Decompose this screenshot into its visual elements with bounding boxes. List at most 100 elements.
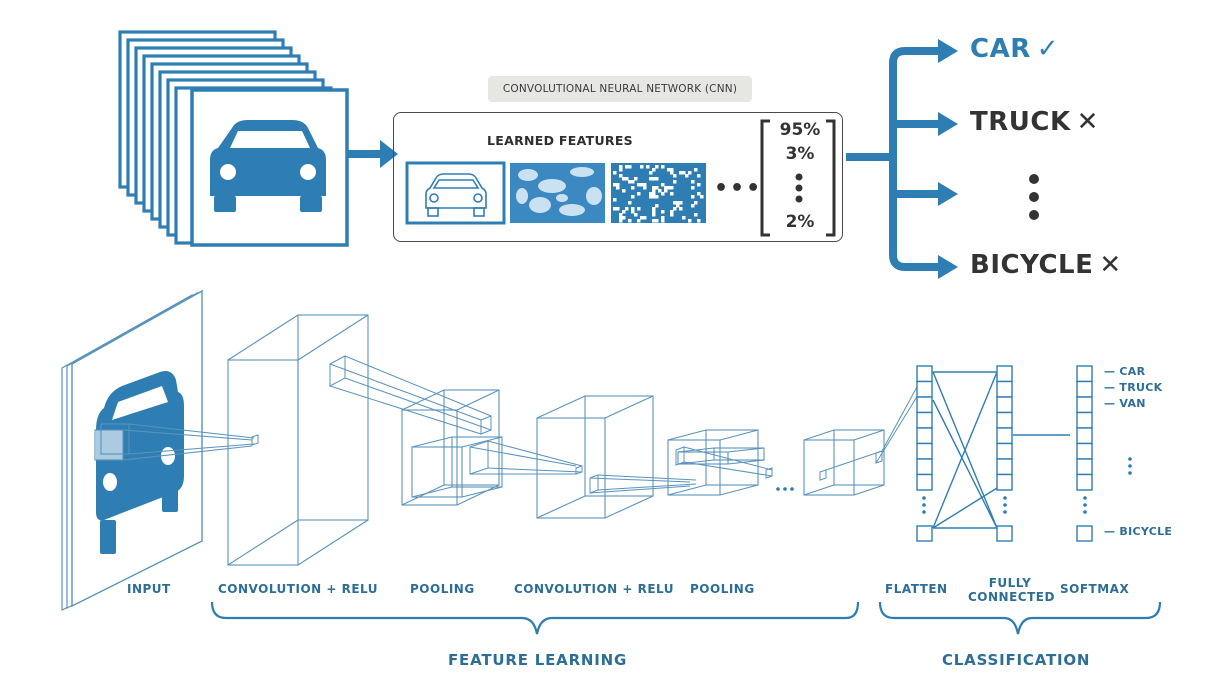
noise-cell (661, 192, 665, 196)
noise-cell (649, 171, 653, 175)
noise-cell (655, 165, 659, 169)
noise-cell (643, 216, 647, 220)
noise-cell (691, 180, 695, 184)
noise-cell (613, 183, 617, 187)
noise-cell (679, 201, 683, 205)
noise-cell (694, 168, 698, 172)
noise-cell (694, 201, 698, 205)
noise-cell (661, 219, 665, 223)
noise-cell (613, 171, 617, 175)
class-car-label: CAR (970, 34, 1031, 64)
noise-cell (667, 186, 671, 190)
noise-cell (688, 219, 692, 223)
noise-cell (673, 180, 677, 184)
noise-cell (637, 207, 641, 211)
layer-volumes (227, 314, 885, 566)
noise-cell (670, 192, 674, 196)
receptive-field (94, 423, 255, 461)
feature-map-noise (611, 163, 706, 223)
noise-cell (631, 210, 635, 214)
noise-cell (655, 195, 659, 199)
noise-cell (694, 213, 698, 217)
noise-cell (697, 219, 701, 223)
output-truck: — TRUCK (1104, 381, 1163, 394)
noise-cell (676, 201, 680, 205)
noise-cell (655, 186, 659, 190)
noise-cell (622, 216, 626, 220)
noise-cell (628, 180, 632, 184)
noise-cell (613, 207, 617, 211)
class-bicycle: BICYCLE✕ (970, 250, 1122, 280)
noise-cell (652, 219, 656, 223)
probability-car: 95% (779, 120, 821, 140)
noise-cell (661, 165, 665, 169)
noise-cell (700, 195, 704, 199)
noise-cell (628, 219, 632, 223)
conv1-volume (227, 314, 369, 566)
noise-cell (622, 189, 626, 193)
arrow-icon (348, 140, 398, 168)
pool1-volume-a (401, 389, 500, 506)
group-braces (210, 601, 1162, 635)
cross-icon: ✕ (1076, 107, 1099, 137)
noise-cell (631, 186, 635, 190)
noise-cell (652, 192, 656, 196)
output-car: — CAR (1104, 365, 1146, 378)
cnn-title-pill: CONVOLUTIONAL NEURAL NETWORK (CNN) (488, 76, 752, 102)
noise-cell (652, 168, 656, 172)
probability-bracket (760, 119, 836, 237)
pool2-volume-b (677, 447, 765, 465)
stage-flatten: FLATTEN (885, 582, 948, 596)
stage-pool1: POOLING (410, 582, 475, 596)
noise-cell (619, 216, 623, 220)
learned-features-panel (393, 112, 843, 242)
noise-cell (673, 174, 677, 178)
last-volume (803, 429, 885, 496)
noise-cell (622, 177, 626, 181)
feature-map-car (405, 161, 506, 225)
noise-cell (643, 183, 647, 187)
noise-cell (619, 165, 623, 169)
dense-connections (932, 371, 1070, 529)
noise-cell (619, 168, 623, 172)
class-truck: TRUCK✕ (970, 107, 1099, 137)
noise-cell (664, 186, 668, 190)
noise-cell (652, 186, 656, 190)
noise-cell (637, 192, 641, 196)
probability-truck: 3% (785, 144, 815, 164)
noise-cell (697, 183, 701, 187)
noise-cell (655, 219, 659, 223)
noise-cell (661, 216, 665, 220)
dense-layers (916, 365, 1093, 542)
noise-cell (685, 174, 689, 178)
noise-cell (634, 177, 638, 181)
noise-cell (661, 183, 665, 187)
noise-cell (661, 210, 665, 214)
noise-cell (634, 213, 638, 217)
noise-cell (670, 171, 674, 175)
noise-cell (697, 192, 701, 196)
noise-cell (679, 207, 683, 211)
flatten-column (916, 365, 933, 542)
noise-cell (652, 189, 656, 193)
noise-cell (670, 186, 674, 190)
noise-cell (625, 165, 629, 169)
noise-cell (652, 210, 656, 214)
noise-cell (649, 177, 653, 181)
noise-cell (697, 174, 701, 178)
class-bicycle-label: BICYCLE (970, 250, 1094, 280)
features-ellipsis: ••• (714, 176, 763, 201)
layer-projections (251, 355, 919, 494)
cross-icon: ✕ (1099, 250, 1122, 280)
noise-cell (631, 207, 635, 211)
class-output-tree (846, 47, 940, 271)
stage-fully-connected: FULLY CONNECTED (968, 576, 1055, 604)
noise-cell (616, 186, 620, 190)
noise-cell (691, 195, 695, 199)
noise-cell (655, 177, 659, 181)
noise-cell (622, 210, 626, 214)
class-car: CAR✓ (970, 34, 1059, 64)
noise-cell (631, 180, 635, 184)
softmax-column (1076, 365, 1093, 542)
noise-cell (646, 165, 650, 169)
